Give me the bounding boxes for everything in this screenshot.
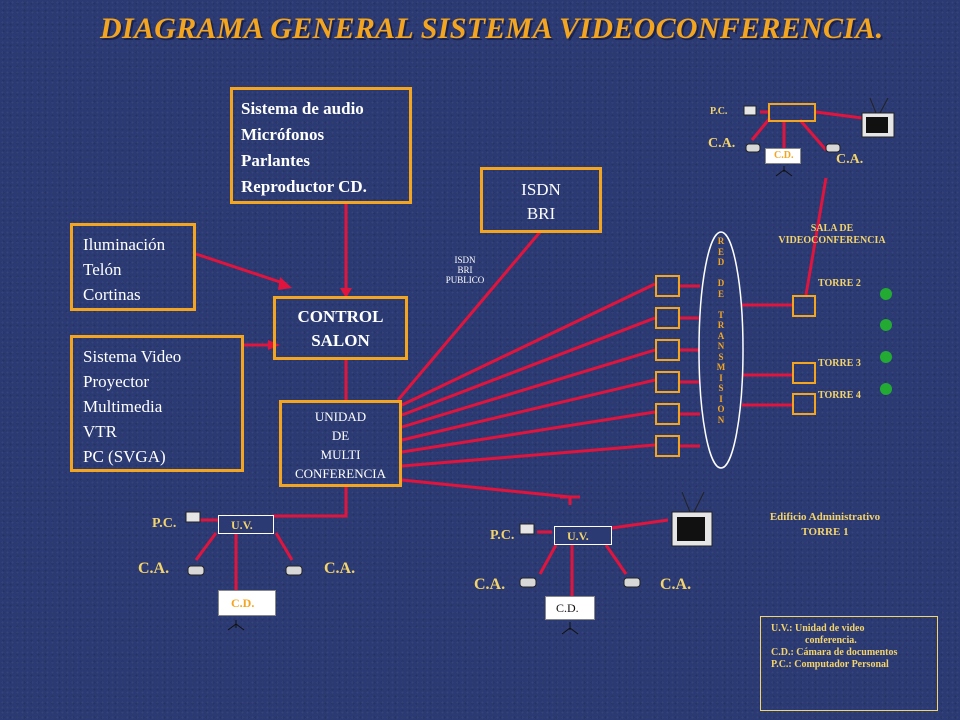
line-fan-2 xyxy=(401,316,656,417)
legend-uv: U.V.: Unidad de video xyxy=(771,623,865,634)
isdn-publico-label: ISDN BRI PUBLICO xyxy=(445,255,485,285)
torre4-label: TORRE 4 xyxy=(818,390,861,401)
line-fan-3 xyxy=(401,348,656,429)
edificio-label: Edificio Administrativo TORRE 1 xyxy=(769,511,881,538)
transmission-port xyxy=(655,371,680,393)
camera-icon xyxy=(825,143,841,153)
status-dot xyxy=(880,351,892,363)
camera-icon xyxy=(285,565,303,576)
sala-cd-box: C.D. xyxy=(765,148,801,164)
torre4-node xyxy=(792,393,816,415)
camera-icon xyxy=(519,577,537,588)
torre2-label: TORRE 2 xyxy=(818,278,861,289)
transmission-port xyxy=(655,275,680,297)
transmission-port xyxy=(655,435,680,457)
torre2-node xyxy=(792,295,816,317)
unidad-box: UNIDAD DE MULTI CONFERENCIA xyxy=(279,400,402,487)
camera-icon xyxy=(623,577,641,588)
tripod-icon xyxy=(561,622,579,635)
left-ca-left-label: C.A. xyxy=(138,560,170,577)
line-fan-6 xyxy=(401,443,656,468)
camera-icon xyxy=(187,565,205,576)
sala-pc-label: P.C. xyxy=(710,106,728,117)
tripod-icon xyxy=(227,620,245,631)
audio-box: Sistema de audio Micrófonos Parlantes Re… xyxy=(230,87,412,204)
right-ca-left-label: C.A. xyxy=(474,576,506,593)
line-fan-5 xyxy=(401,410,656,454)
torre3-node xyxy=(792,362,816,384)
line-torre2-sala xyxy=(804,177,828,296)
sala-ca-right-label: C.A. xyxy=(836,152,864,167)
line-ilum-control xyxy=(195,252,287,286)
status-dot xyxy=(880,319,892,331)
transmission-port xyxy=(655,339,680,361)
sala-name-label: SALA DE VIDEOCONFERENCIA xyxy=(778,223,886,246)
camera-icon xyxy=(745,143,761,153)
laptop-icon xyxy=(519,523,535,535)
isdn-box: ISDN BRI xyxy=(480,167,602,233)
left-uv-box: U.V. xyxy=(218,515,274,534)
legend-uv-continued: conferencia. xyxy=(805,635,857,646)
laptop-icon xyxy=(743,105,757,116)
legend-pc: P.C.: Computador Personal xyxy=(771,659,889,670)
line-fan-4 xyxy=(401,378,656,442)
sala-uv-box xyxy=(768,103,816,122)
right-cd-box: C.D. xyxy=(545,596,595,620)
line-isdn-unidad xyxy=(396,231,542,401)
laptop-icon xyxy=(185,511,201,523)
left-ca-right-label: C.A. xyxy=(324,560,356,577)
page-title: DIAGRAMA GENERAL SISTEMA VIDEOCONFERENCI… xyxy=(100,12,884,45)
torre3-label: TORRE 3 xyxy=(818,358,861,369)
transmission-port xyxy=(655,307,680,329)
line-fan-1 xyxy=(401,282,656,407)
right-pc-label: P.C. xyxy=(490,528,515,543)
transmission-ring xyxy=(698,231,744,469)
left-pc-label: P.C. xyxy=(152,516,177,531)
status-dot xyxy=(880,288,892,300)
right-ca-right-label: C.A. xyxy=(660,576,692,593)
right-uv-box: U.V. xyxy=(554,526,612,545)
control-box: CONTROL SALON xyxy=(273,296,408,360)
line-unidad-torre1 xyxy=(401,478,572,505)
tripod-icon xyxy=(775,166,793,177)
status-dot xyxy=(880,383,892,395)
left-cd-box: C.D. xyxy=(218,590,276,616)
legend-box: U.V.: Unidad de video conferencia. C.D.:… xyxy=(760,616,938,711)
legend-cd: C.D.: Cámara de documentos xyxy=(771,647,898,658)
line-unidad-left xyxy=(272,487,348,518)
transmission-port xyxy=(655,403,680,425)
sala-ca-left-label: C.A. xyxy=(708,136,736,151)
video-box: Sistema Video Proyector Multimedia VTR P… xyxy=(70,335,244,472)
iluminacion-box: Iluminación Telón Cortinas xyxy=(70,223,196,311)
